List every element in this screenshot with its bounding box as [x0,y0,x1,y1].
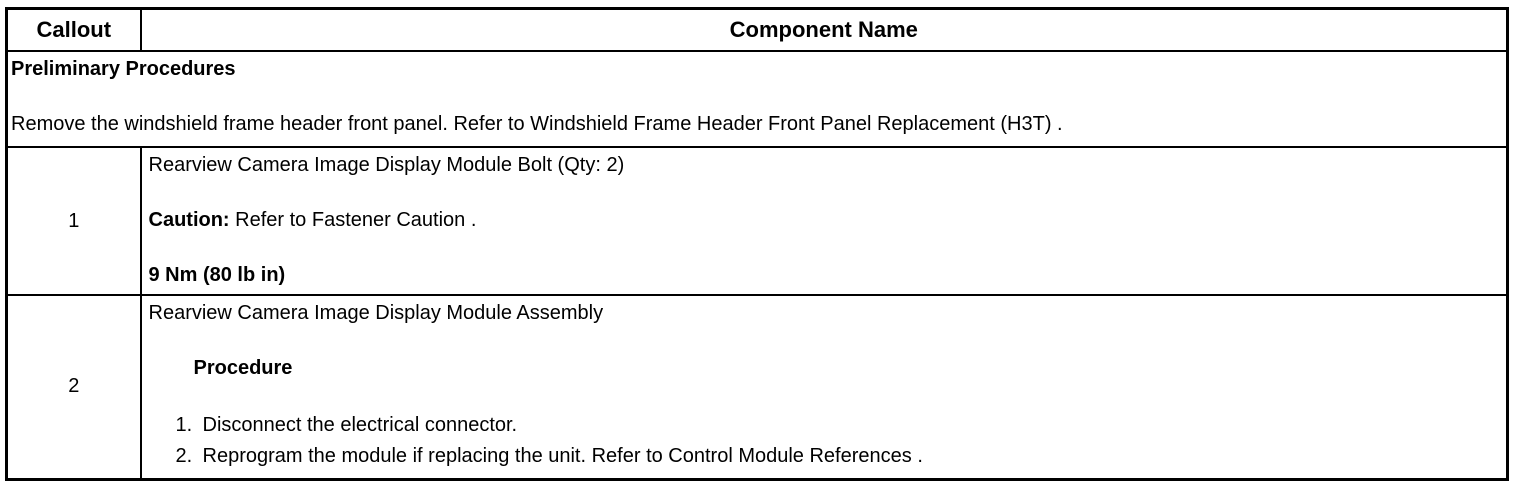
table-row-callout-1: 1 Rearview Camera Image Display Module B… [5,146,1509,296]
step-number: 1. [175,414,193,436]
step-number: 2. [175,445,193,467]
procedure-heading: Procedure [193,357,293,379]
callout-number-1: 1 [5,146,142,296]
caution-note: Caution: Refer to Fastener Caution . [149,207,1499,234]
component-cell-2: Rearview Camera Image Display Module Ass… [139,294,1509,480]
table-row-callout-2: 2 Rearview Camera Image Display Module A… [5,294,1509,480]
preliminary-procedures-title: Preliminary Procedures [11,58,236,80]
preliminary-procedures-instruction: Remove the windshield frame header front… [11,113,1063,135]
procedure-step-1: 1. Disconnect the electrical connector. [176,410,1499,441]
procedure-steps-list: 1. Disconnect the electrical connector. … [149,410,1499,472]
table-header-row: Callout Component Name [5,7,1509,52]
callout-column-header: Callout [5,7,142,52]
torque-spec: 9 Nm (80 lb in) [148,264,286,286]
caution-label: Caution: [148,209,230,231]
callout-number-2: 2 [5,294,142,480]
preliminary-procedures-cell: Preliminary Procedures Remove the windsh… [5,50,1509,148]
component-name-assembly: Rearview Camera Image Display Module Ass… [148,302,604,324]
component-name-column-header: Component Name [139,7,1509,52]
caution-text: Refer to Fastener Caution . [229,209,477,231]
step-text: Reprogram the module if replacing the un… [202,445,923,467]
step-text: Disconnect the electrical connector. [202,414,518,436]
procedure-step-2: 2. Reprogram the module if replacing the… [176,441,1499,472]
component-callout-table: Callout Component Name Preliminary Proce… [5,7,1509,481]
component-name-bolt: Rearview Camera Image Display Module Bol… [148,154,625,176]
component-cell-1: Rearview Camera Image Display Module Bol… [139,146,1509,296]
preliminary-procedures-row: Preliminary Procedures Remove the windsh… [5,50,1509,148]
